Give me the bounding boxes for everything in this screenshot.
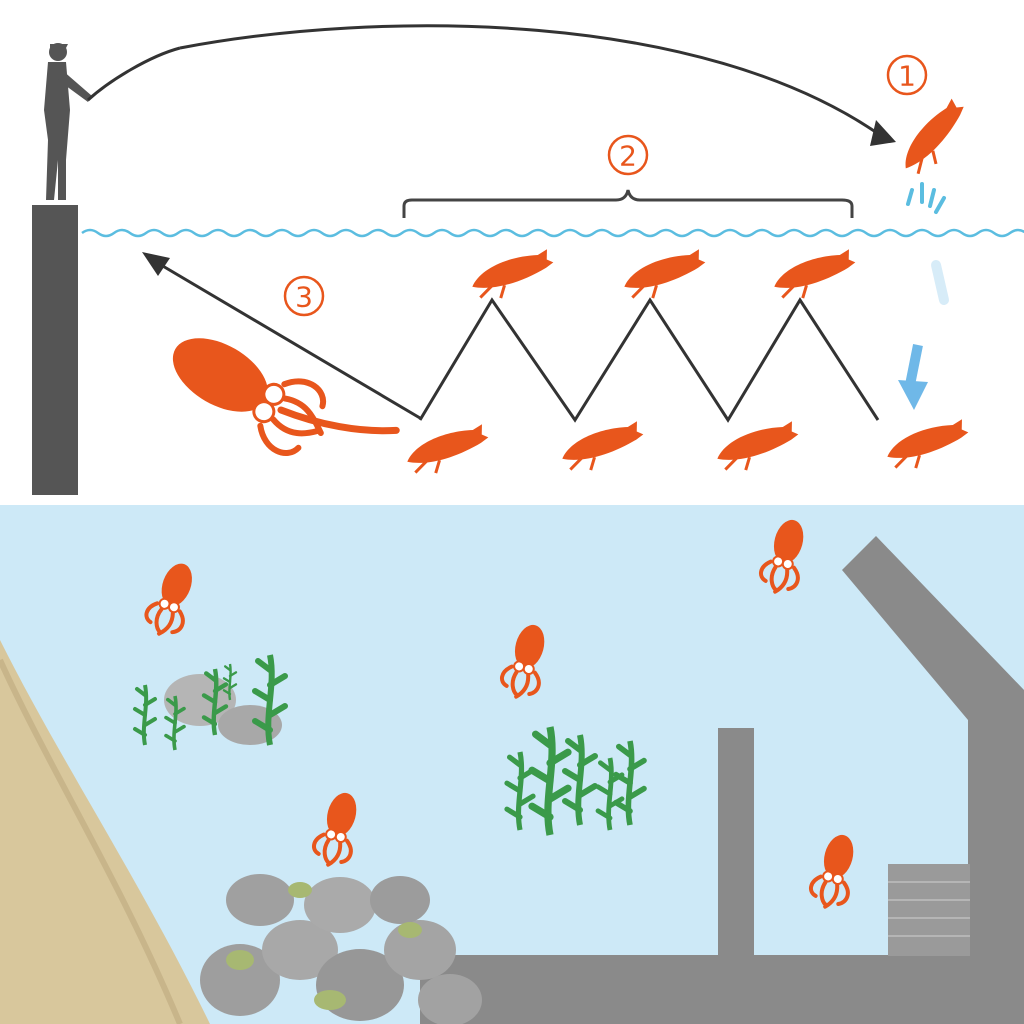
pier	[32, 205, 78, 495]
water-surface	[81, 228, 1024, 238]
sink-arrow	[898, 260, 949, 410]
step-1-number: 1	[898, 60, 916, 93]
squid-icon	[172, 338, 400, 456]
retrieve-arrow	[155, 260, 421, 420]
step-2-bracket	[402, 189, 854, 218]
step-2-number: 2	[619, 140, 637, 173]
breakwater-structure	[718, 536, 1024, 1024]
cast-arrowhead	[870, 120, 896, 146]
step-3-number: 3	[295, 281, 313, 314]
cast-arrow	[179, 24, 881, 137]
jerk-zigzag-path	[418, 297, 880, 423]
step-2-marker: 2	[607, 134, 649, 176]
seafloor	[420, 955, 1024, 1024]
step-1-marker: 1	[886, 54, 928, 96]
sand-slope	[0, 640, 210, 1024]
fishing-rod	[86, 46, 181, 102]
angler-icon	[44, 43, 92, 200]
splash-icon	[906, 182, 946, 214]
rock-icon	[200, 874, 482, 1024]
upper-panel	[0, 0, 1024, 505]
step-3-marker: 3	[283, 275, 325, 317]
retrieve-arrowhead	[142, 252, 170, 276]
